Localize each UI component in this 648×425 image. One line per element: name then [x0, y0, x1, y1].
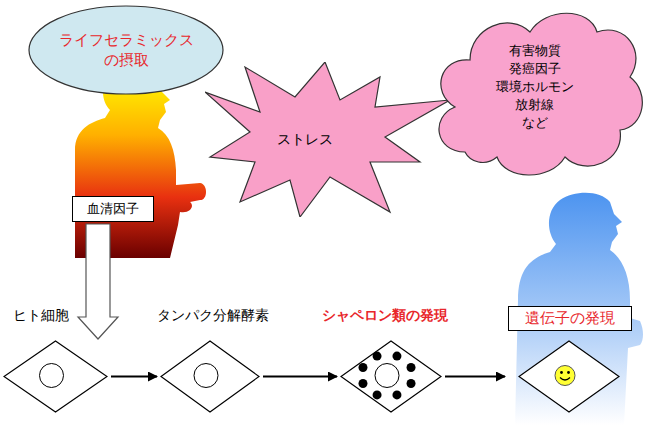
stress-burst: ストレス [205, 62, 450, 217]
factor-cloud: 有害物質 発癌因子 環境ホルモン 放射線 など [425, 2, 645, 182]
label-box: 血清因子 [72, 196, 154, 222]
gene-cell [518, 340, 620, 413]
node-outline [28, 5, 224, 95]
cell-nucleus [375, 364, 399, 388]
gene-label: 遺伝子の発現 [508, 306, 632, 331]
cell-heading: シャペロン類の発現 [322, 306, 448, 324]
node-outline [3, 340, 108, 413]
block-arrow [78, 224, 118, 339]
chaperone-dot [407, 363, 416, 372]
cell-diamond-outline [161, 341, 259, 412]
stress-label: ストレス [277, 131, 333, 149]
ellipse-outline [29, 6, 223, 94]
chaperone-dot [358, 379, 367, 388]
node-outline [340, 340, 442, 413]
factor-list: 有害物質 発癌因子 環境ホルモン 放射線 など [492, 42, 578, 132]
cell-diamond: シャペロン類の発現 [340, 340, 442, 413]
burst-outline [205, 62, 450, 217]
chaperone-dot [358, 363, 367, 372]
cell-diamond: タンパク分解酵素 [160, 340, 260, 413]
chaperone-dot [392, 352, 401, 361]
smiley-eye [560, 371, 563, 374]
flow-arrow [111, 375, 157, 377]
flow-arrow [263, 375, 337, 377]
chaperone-dot [373, 390, 382, 399]
cell-nucleus [40, 364, 64, 388]
cloud-outline [439, 13, 642, 175]
cell-diamond-outline [4, 341, 107, 412]
node-outline [518, 340, 620, 413]
chaperone-dot [407, 379, 416, 388]
smiley-face [555, 366, 575, 386]
chaperone-dot [373, 352, 382, 361]
chaperone-dot [392, 390, 401, 399]
cell-heading: ヒト細胞 [13, 306, 69, 324]
smiley-eye [567, 371, 570, 374]
cell-diamond: ヒト細胞 [3, 340, 108, 413]
cell-diamond-outline [519, 341, 619, 412]
flow-arrow [445, 375, 505, 377]
intake-ellipse: ライフセラミックス の摂取 [28, 5, 224, 95]
intake-label: ライフセラミックス の摂取 [41, 30, 211, 70]
smiley-mouth [560, 378, 570, 381]
cell-nucleus [194, 364, 218, 388]
gene-group: 遺伝子の発現 [508, 306, 632, 414]
cell-diamond-outline [341, 341, 441, 412]
node-outline [160, 340, 260, 413]
cell-heading: タンパク分解酵素 [157, 306, 269, 324]
serum-label: 血清因子 [72, 196, 154, 222]
